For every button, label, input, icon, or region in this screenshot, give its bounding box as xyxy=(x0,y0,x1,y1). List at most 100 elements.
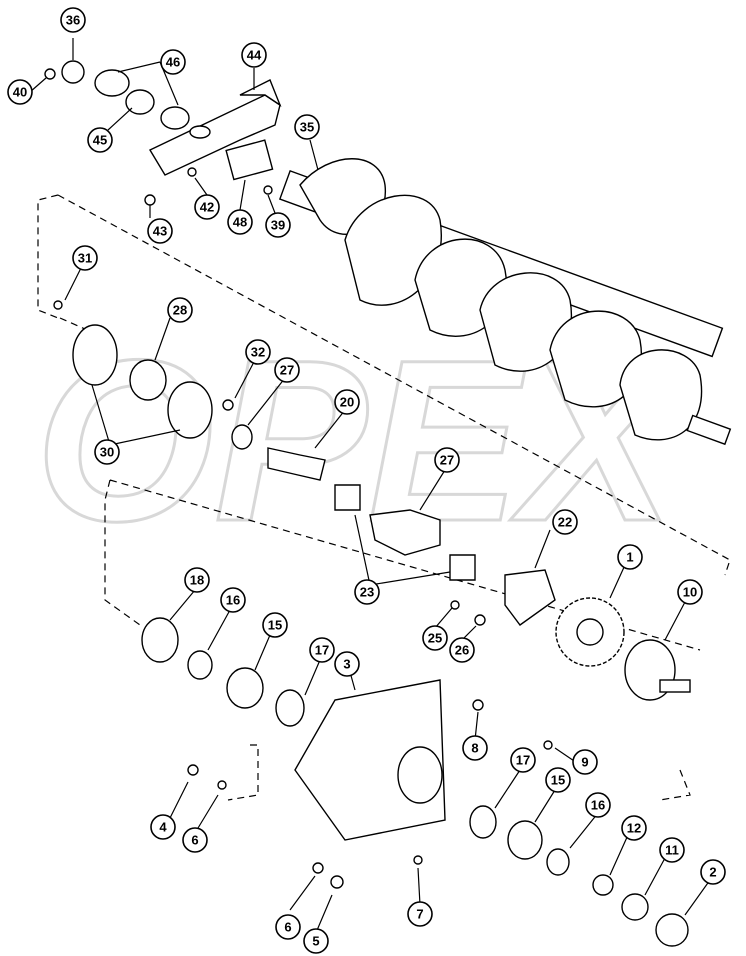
callout-8-label: 8 xyxy=(471,741,478,756)
callout-12[interactable]: 12 xyxy=(621,815,647,841)
callout-9[interactable]: 9 xyxy=(572,749,598,775)
callout-18[interactable]: 18 xyxy=(184,567,210,593)
flange-46b xyxy=(160,106,190,130)
callout-46[interactable]: 46 xyxy=(160,49,186,75)
callout-26[interactable]: 26 xyxy=(449,637,475,663)
callout-42[interactable]: 42 xyxy=(194,194,220,220)
sprocket xyxy=(555,597,625,667)
callout-15-upper[interactable]: 15 xyxy=(262,612,288,638)
cross-23b xyxy=(449,554,476,581)
flange-30b xyxy=(167,381,213,439)
callout-11-label: 11 xyxy=(665,843,679,858)
callout-4[interactable]: 4 xyxy=(150,814,176,840)
callout-12-label: 12 xyxy=(627,821,641,836)
callout-5-label: 5 xyxy=(312,934,319,949)
callout-40-label: 40 xyxy=(13,85,27,100)
washer-6a xyxy=(217,780,227,790)
callout-2-label: 2 xyxy=(709,865,716,880)
callout-25-label: 25 xyxy=(428,631,442,646)
callout-5[interactable]: 5 xyxy=(303,928,329,954)
callout-23[interactable]: 23 xyxy=(354,579,380,605)
hub-10 xyxy=(624,639,691,701)
callout-3[interactable]: 3 xyxy=(334,651,360,677)
fitting-8 xyxy=(472,699,484,711)
nut-5 xyxy=(330,875,344,889)
flange-22 xyxy=(504,569,556,626)
bolt-42 xyxy=(187,167,197,177)
callout-17-upper[interactable]: 17 xyxy=(309,637,335,663)
callout-43[interactable]: 43 xyxy=(147,218,173,244)
callout-28-label: 28 xyxy=(173,303,187,318)
bolt-31 xyxy=(53,300,63,310)
callout-15-upper-label: 15 xyxy=(268,618,282,633)
callout-39[interactable]: 39 xyxy=(265,212,291,238)
callout-9-label: 9 xyxy=(581,755,588,770)
plate-48 xyxy=(225,139,274,181)
callout-48[interactable]: 48 xyxy=(227,209,253,235)
callout-16-upper-label: 16 xyxy=(226,593,240,608)
callout-16-lower-label: 16 xyxy=(591,798,605,813)
callout-11[interactable]: 11 xyxy=(659,837,685,863)
callout-44[interactable]: 44 xyxy=(241,42,267,68)
callout-48-label: 48 xyxy=(233,215,247,230)
bearing-housing xyxy=(294,679,446,841)
callout-6-left[interactable]: 6 xyxy=(182,827,208,853)
callout-31[interactable]: 31 xyxy=(72,245,98,271)
nut-43 xyxy=(144,194,156,206)
callout-6-bottom[interactable]: 6 xyxy=(275,914,301,940)
fitting-7 xyxy=(413,855,423,865)
callout-44-label: 44 xyxy=(247,48,262,63)
callout-35[interactable]: 35 xyxy=(294,114,320,140)
fitting-32 xyxy=(222,399,234,411)
flange-46a xyxy=(94,69,130,97)
callout-32-label: 32 xyxy=(251,345,265,360)
bolt-4 xyxy=(187,764,199,776)
callout-8[interactable]: 8 xyxy=(462,735,488,761)
callout-25[interactable]: 25 xyxy=(422,625,448,651)
callout-15-lower[interactable]: 15 xyxy=(545,767,571,793)
callout-20[interactable]: 20 xyxy=(334,389,360,415)
callout-27-lower[interactable]: 27 xyxy=(434,447,460,473)
callout-36[interactable]: 36 xyxy=(60,7,86,33)
callout-4-label: 4 xyxy=(159,820,167,835)
callout-45[interactable]: 45 xyxy=(87,127,113,153)
callout-17-lower-label: 17 xyxy=(516,753,530,768)
callout-3-label: 3 xyxy=(343,657,350,672)
collar-36 xyxy=(61,60,85,84)
callout-16-lower[interactable]: 16 xyxy=(585,792,611,818)
callout-2[interactable]: 2 xyxy=(700,859,726,885)
ring-17b xyxy=(469,805,497,839)
nut-16b xyxy=(546,848,570,876)
cap-2 xyxy=(655,913,689,947)
callout-18-label: 18 xyxy=(190,573,204,588)
cross-23a xyxy=(334,484,361,511)
seal-18 xyxy=(141,617,179,663)
callout-30[interactable]: 30 xyxy=(94,439,120,465)
callout-28[interactable]: 28 xyxy=(167,297,193,323)
callout-22[interactable]: 22 xyxy=(552,509,578,535)
callout-40[interactable]: 40 xyxy=(7,79,33,105)
callout-20-label: 20 xyxy=(340,395,354,410)
callout-7[interactable]: 7 xyxy=(407,901,433,927)
callout-1[interactable]: 1 xyxy=(617,544,643,570)
callout-6-bottom-label: 6 xyxy=(284,920,291,935)
callout-10[interactable]: 10 xyxy=(677,579,703,605)
bolt-25 xyxy=(450,600,460,610)
callout-27-upper[interactable]: 27 xyxy=(274,357,300,383)
callout-32[interactable]: 32 xyxy=(245,339,271,365)
callout-35-label: 35 xyxy=(300,120,314,135)
yoke-27 xyxy=(369,509,441,556)
callout-45-label: 45 xyxy=(93,133,107,148)
callout-17-upper-label: 17 xyxy=(315,643,329,658)
bearing-45 xyxy=(125,89,155,115)
callout-16-upper[interactable]: 16 xyxy=(220,587,246,613)
leader-lines xyxy=(29,38,711,936)
callout-39-label: 39 xyxy=(271,218,285,233)
callout-31-label: 31 xyxy=(78,251,92,266)
yoke-20 xyxy=(267,447,326,481)
callout-17-lower[interactable]: 17 xyxy=(510,747,536,773)
callout-26-label: 26 xyxy=(455,643,469,658)
nut-11 xyxy=(621,893,649,921)
washer-12 xyxy=(592,874,614,896)
